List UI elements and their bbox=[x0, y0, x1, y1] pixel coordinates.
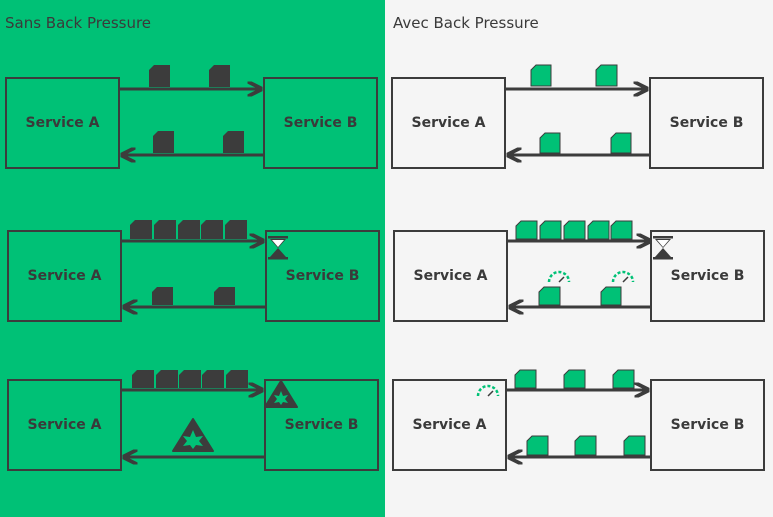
left-row2-service-a: Service A bbox=[7, 230, 122, 322]
left-row2-packet bbox=[178, 220, 200, 239]
right-row1-response-packet bbox=[539, 132, 561, 154]
left-row2-service-b: Service B bbox=[265, 230, 380, 322]
left-row3-packet bbox=[156, 370, 178, 388]
right-row1-service-a: Service A bbox=[391, 77, 506, 169]
left-panel-title: Sans Back Pressure bbox=[5, 14, 152, 32]
left-row2-packet bbox=[130, 220, 152, 239]
left-row3-packet bbox=[202, 370, 224, 388]
speedometer-icon bbox=[547, 270, 571, 283]
right-row2-packet bbox=[515, 220, 538, 240]
right-row3-response-packet bbox=[526, 435, 549, 456]
speedometer-icon bbox=[476, 384, 500, 397]
left-row3-packet bbox=[132, 370, 154, 388]
right-row3-service-a: Service A bbox=[392, 379, 507, 471]
left-row3-packet bbox=[179, 370, 201, 388]
right-row3-response-packet bbox=[623, 435, 646, 456]
right-row2-packet bbox=[563, 220, 586, 240]
right-panel-title: Avec Back Pressure bbox=[393, 14, 539, 32]
right-row2-packet bbox=[587, 220, 610, 240]
left-row3-service-a: Service A bbox=[7, 379, 122, 471]
left-row2-packet bbox=[201, 220, 223, 239]
right-row3-packet bbox=[563, 369, 586, 389]
left-row2-packet bbox=[154, 220, 176, 239]
left-row2-packet bbox=[225, 220, 247, 239]
left-row1-packet bbox=[149, 65, 170, 87]
left-row2-response-packet bbox=[152, 287, 173, 305]
right-row3-packet bbox=[612, 369, 635, 389]
left-row1-service-b: Service B bbox=[263, 77, 378, 169]
left-row3-service-b: Service B bbox=[264, 379, 379, 471]
right-row2-packet bbox=[610, 220, 633, 240]
speedometer-icon bbox=[611, 270, 635, 283]
hourglass-icon bbox=[268, 236, 288, 260]
left-row1-response-packet bbox=[223, 131, 244, 153]
right-row2-service-b: Service B bbox=[650, 230, 765, 322]
right-row2-response-packet bbox=[600, 286, 622, 306]
right-row2-response-packet bbox=[538, 286, 561, 306]
right-row2-packet bbox=[539, 220, 562, 240]
right-panel: Avec Back Pressure Service A Service B S… bbox=[385, 0, 773, 517]
right-row3-packet bbox=[514, 369, 537, 389]
right-row3-response-packet bbox=[574, 435, 597, 456]
left-row1-response-packet bbox=[153, 131, 174, 153]
left-row1-packet bbox=[209, 65, 230, 87]
right-row1-service-b: Service B bbox=[649, 77, 764, 169]
left-row3-packet bbox=[226, 370, 248, 388]
right-row2-service-a: Service A bbox=[393, 230, 508, 322]
hourglass-icon bbox=[653, 236, 673, 260]
explosion-warning-icon bbox=[172, 418, 214, 452]
right-row1-packet bbox=[595, 64, 618, 87]
right-row1-response-packet bbox=[610, 132, 632, 154]
left-row2-response-packet bbox=[214, 287, 235, 305]
right-row1-packet bbox=[530, 64, 552, 87]
explosion-warning-icon bbox=[264, 380, 298, 408]
left-row1-service-a: Service A bbox=[5, 77, 120, 169]
right-row3-service-b: Service B bbox=[650, 379, 765, 471]
